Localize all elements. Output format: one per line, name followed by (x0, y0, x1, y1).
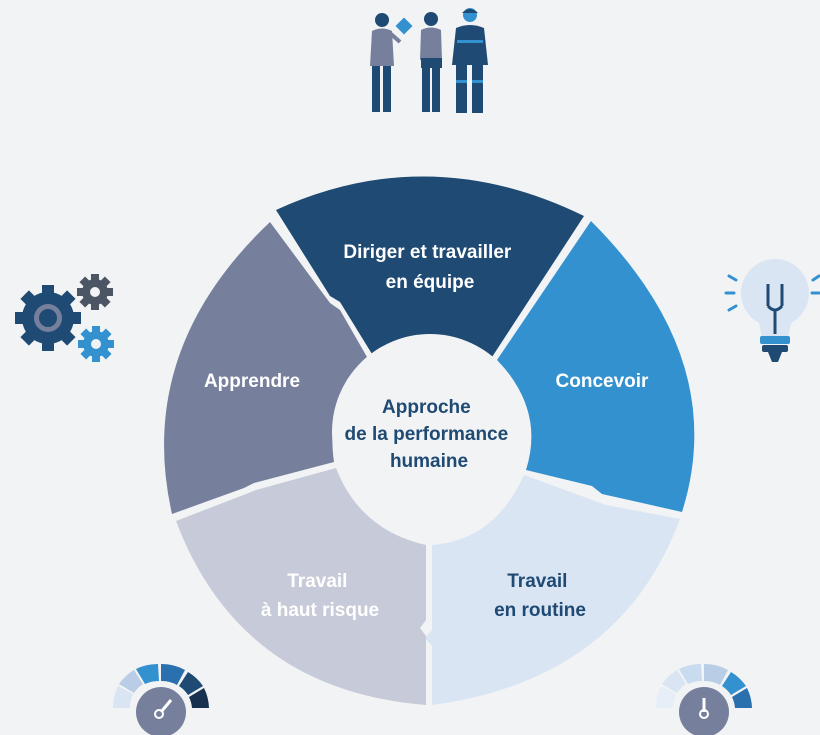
segment-haut-risque (176, 468, 426, 705)
gears-icon (15, 274, 114, 362)
routine-label-line: en routine (494, 600, 586, 621)
center-label-line: Approche (382, 397, 471, 418)
haut-risque-label-line: à haut risque (261, 600, 379, 621)
diriger-label-line: Diriger et travailler (343, 242, 512, 263)
gauge-high-icon (112, 663, 209, 735)
haut-risque-label-line: Travail (287, 571, 347, 592)
segment-concevoir (497, 221, 695, 512)
segment-diriger (276, 176, 584, 357)
diriger-label-line: en équipe (386, 272, 475, 293)
diriger-label: Diriger et travailler en équipe (343, 242, 516, 293)
concevoir-label-line: Concevoir (556, 371, 650, 392)
people-icon (370, 8, 488, 113)
lightbulb-icon (724, 259, 820, 362)
segment-routine (425, 475, 680, 705)
apprendre-label-line: Apprendre (204, 371, 300, 392)
wheel (164, 176, 695, 705)
routine-label-line: Travail (507, 571, 567, 592)
gauge-low-icon (655, 663, 752, 735)
segment-apprendre (164, 222, 367, 514)
routine-label: Travail en routine (494, 571, 586, 621)
center-label: Approche de la performance humaine (345, 397, 514, 472)
center-hub (332, 334, 528, 530)
concevoir-label: Concevoir (556, 371, 650, 392)
haut-risque-label: Travail à haut risque (261, 571, 379, 621)
apprendre-label: Apprendre (204, 371, 300, 392)
center-label-line: de la performance (345, 424, 509, 445)
center-label-line: humaine (390, 451, 468, 472)
